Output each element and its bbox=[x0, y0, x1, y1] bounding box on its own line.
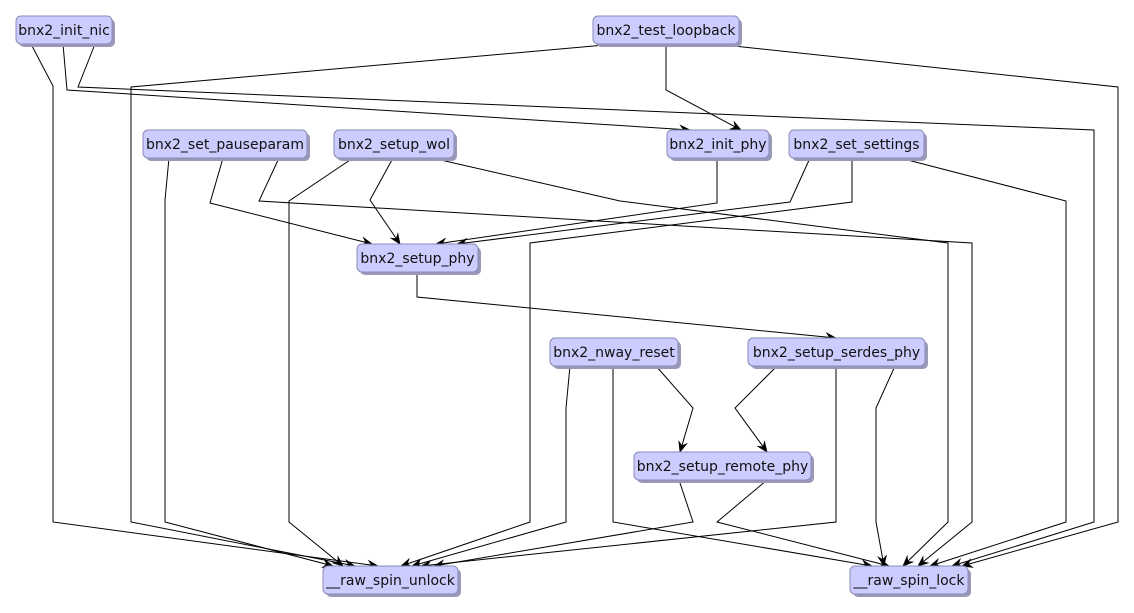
edge-set_settings-to-setup_phy bbox=[456, 157, 811, 248]
node-setup-serdes-phy[interactable]: bnx2_setup_serdes_phy bbox=[747, 337, 928, 369]
node-box[interactable] bbox=[333, 129, 455, 159]
edge-setup_wol-to-raw_spin_lock bbox=[431, 157, 949, 567]
node-setup-remote-phy[interactable]: bnx2_setup_remote_phy bbox=[633, 451, 814, 483]
edge-set_pauseparam-to-setup_phy bbox=[209, 157, 373, 247]
edge-nway_reset-to-raw_spin_lock bbox=[612, 366, 873, 570]
node-label: bnx2_setup_remote_phy bbox=[637, 459, 809, 475]
edge-set_settings-to-raw_spin_lock bbox=[899, 157, 1067, 568]
edge-init_nic-to-raw_spin_unlock bbox=[30, 43, 379, 570]
node-raw-spin-lock[interactable]: __raw_spin_lock bbox=[849, 565, 971, 597]
edge-init_nic-to-init_phy bbox=[62, 43, 691, 135]
node-setup-wol[interactable]: bnx2_setup_wol bbox=[333, 129, 457, 161]
node-box[interactable] bbox=[322, 565, 459, 595]
edge-setup_serdes_phy-to-raw_spin_lock bbox=[875, 365, 896, 567]
node-box[interactable] bbox=[142, 129, 308, 159]
node-set-settings[interactable]: bnx2_set_settings bbox=[788, 129, 927, 161]
node-label: bnx2_init_nic bbox=[18, 23, 110, 39]
node-box[interactable] bbox=[788, 129, 925, 159]
edge-setup_serdes_phy-to-raw_spin_unlock bbox=[420, 366, 837, 570]
node-box[interactable] bbox=[747, 337, 926, 367]
node-box[interactable] bbox=[15, 15, 113, 45]
edge-setup_remote_phy-to-raw_spin_unlock bbox=[433, 479, 694, 570]
nodes-layer: bnx2_init_nic bnx2_test_loopback bnx2_set_… bbox=[15, 15, 971, 597]
node-label: bnx2_setup_phy bbox=[360, 251, 474, 267]
node-init-nic[interactable]: bnx2_init_nic bbox=[15, 15, 115, 47]
edge-test_loopback-to-init_phy bbox=[665, 44, 742, 131]
edge-init_phy-to-setup_phy bbox=[435, 158, 718, 248]
node-label: bnx2_setup_wol bbox=[338, 137, 450, 153]
node-label: bnx2_set_settings bbox=[793, 137, 919, 153]
node-init-phy[interactable]: bnx2_init_phy bbox=[666, 129, 772, 161]
node-box[interactable] bbox=[633, 451, 812, 481]
edge-set_settings-to-raw_spin_unlock bbox=[400, 158, 853, 568]
node-test-loopback[interactable]: bnx2_test_loopback bbox=[592, 15, 742, 47]
node-box[interactable] bbox=[849, 565, 969, 595]
node-box[interactable] bbox=[666, 129, 770, 159]
edge-test_loopback-to-raw_spin_unlock bbox=[130, 43, 617, 569]
node-raw-spin-unlock[interactable]: __raw_spin_unlock bbox=[322, 565, 461, 597]
edge-init_nic-to-raw_spin_lock bbox=[77, 43, 1095, 568]
node-nway-reset[interactable]: bnx2_nway_reset bbox=[549, 337, 681, 369]
edge-setup_phy-to-setup_serdes_phy bbox=[416, 272, 837, 342]
node-box[interactable] bbox=[592, 15, 740, 45]
edge-setup_wol-to-setup_phy bbox=[369, 157, 401, 245]
edge-set_pauseparam-to-raw_spin_lock bbox=[258, 157, 973, 567]
node-label: bnx2_init_phy bbox=[669, 137, 766, 153]
node-setup-phy[interactable]: bnx2_setup_phy bbox=[356, 243, 481, 275]
node-label: __raw_spin_unlock bbox=[325, 573, 456, 589]
node-label: bnx2_setup_serdes_phy bbox=[753, 345, 920, 361]
node-label: bnx2_set_pauseparam bbox=[146, 137, 304, 153]
node-box[interactable] bbox=[549, 337, 679, 367]
edge-nway_reset-to-raw_spin_unlock bbox=[411, 365, 571, 568]
node-label: __raw_spin_lock bbox=[853, 573, 966, 589]
edge-setup_serdes_phy-to-setup_remote_phy bbox=[734, 365, 778, 453]
edge-setup_remote_phy-to-raw_spin_lock bbox=[715, 479, 890, 569]
node-set-pauseparam[interactable]: bnx2_set_pauseparam bbox=[142, 129, 310, 161]
node-label: bnx2_test_loopback bbox=[596, 23, 736, 39]
edge-test_loopback-to-raw_spin_lock bbox=[714, 43, 1119, 568]
edge-nway_reset-to-setup_remote_phy bbox=[655, 365, 694, 453]
edges-layer bbox=[30, 43, 1119, 570]
edge-set_pauseparam-to-raw_spin_unlock bbox=[164, 157, 334, 569]
edge-setup_wol-to-raw_spin_unlock bbox=[288, 157, 354, 567]
node-box[interactable] bbox=[356, 243, 479, 273]
node-label: bnx2_nway_reset bbox=[553, 345, 675, 361]
